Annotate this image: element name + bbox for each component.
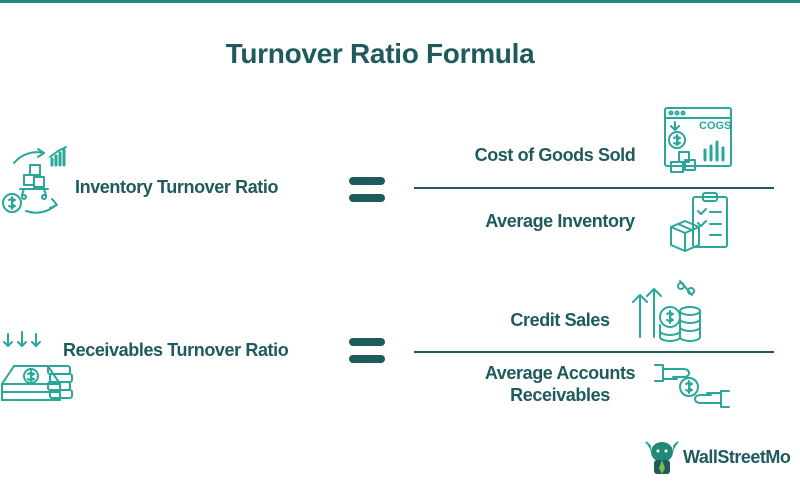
denominator-average-accounts-line1: Average Accounts	[484, 363, 636, 383]
equals-sign-2	[349, 338, 385, 366]
cash-pile-icon	[1, 331, 73, 401]
clipboard-box-icon	[670, 192, 728, 252]
hand-coin-icon	[654, 364, 730, 408]
equals-sign-1	[349, 177, 385, 205]
brand-logo: WallStreetMo	[645, 438, 800, 478]
numerator-credit-sales: Credit Sales	[510, 310, 610, 330]
fraction-line-2	[414, 351, 774, 353]
coins-percent-icon	[632, 280, 701, 342]
page-title: Turnover Ratio Formula	[225, 38, 535, 69]
cogs-icon-text: COGS	[699, 120, 731, 132]
fraction-line-1	[414, 187, 774, 189]
ratio-label-receivables: Receivables Turnover Ratio	[63, 340, 289, 360]
numerator-cogs: Cost of Goods Sold	[474, 145, 636, 165]
denominator-average-accounts-line2: Receivables	[510, 385, 610, 405]
ratio-label-inventory: Inventory Turnover Ratio	[75, 177, 279, 197]
wallstreetmojo-logo-icon	[645, 441, 679, 474]
inventory-cycle-icon	[2, 146, 67, 214]
cogs-screen-icon: COGS	[664, 107, 732, 173]
denominator-average-inventory: Average Inventory	[485, 211, 635, 231]
brand-name: WallStreetMo	[683, 447, 791, 467]
